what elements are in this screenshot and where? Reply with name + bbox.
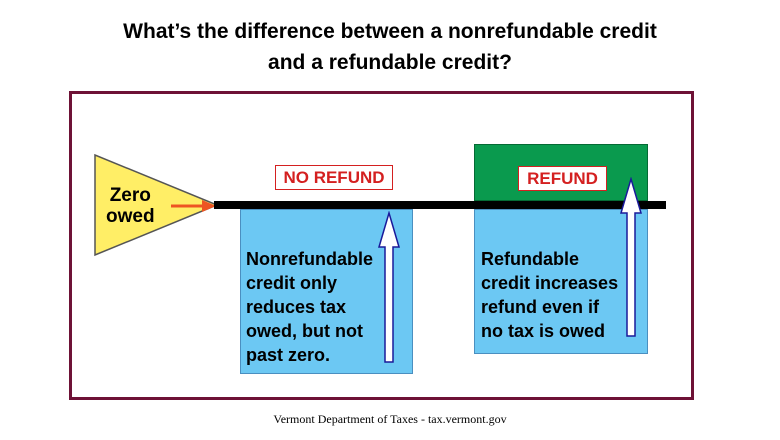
zero-baseline	[214, 201, 666, 209]
refund-label: REFUND	[518, 166, 607, 191]
refundable-line-3: refund even if	[481, 297, 600, 317]
refundable-description: Refundable credit increases refund even …	[481, 247, 618, 343]
title-line-2: and a refundable credit?	[268, 51, 512, 74]
nonrefundable-description: Nonrefundable credit only reduces tax ow…	[246, 247, 373, 367]
footer-credit: Vermont Department of Taxes - tax.vermon…	[273, 412, 507, 426]
nonrefundable-up-arrow-icon	[377, 211, 401, 363]
zero-owed-label: Zero owed	[106, 185, 155, 227]
pointer-arrow-icon	[171, 200, 216, 212]
no-refund-label: NO REFUND	[275, 165, 393, 190]
nonrefundable-line-1: Nonrefundable	[246, 249, 374, 269]
refundable-line-2: credit increases	[481, 273, 619, 293]
refundable-line-4: no tax is owed	[481, 321, 606, 341]
refundable-up-arrow-icon	[619, 177, 643, 337]
refundable-line-1: Refundable	[481, 249, 580, 269]
zero-owed-line-1: Zero	[109, 185, 151, 206]
zero-owed-line-2: owed	[106, 206, 155, 227]
refundable-box	[474, 209, 648, 354]
nonrefundable-line-2: credit only	[246, 273, 338, 293]
zero-owed-triangle	[94, 153, 219, 257]
nonrefundable-line-5: past zero.	[246, 345, 331, 365]
nonrefundable-line-4: owed, but not	[246, 321, 363, 341]
title-line-1: What’s the difference between a nonrefun…	[123, 20, 657, 43]
nonrefundable-line-3: reduces tax	[246, 297, 347, 317]
